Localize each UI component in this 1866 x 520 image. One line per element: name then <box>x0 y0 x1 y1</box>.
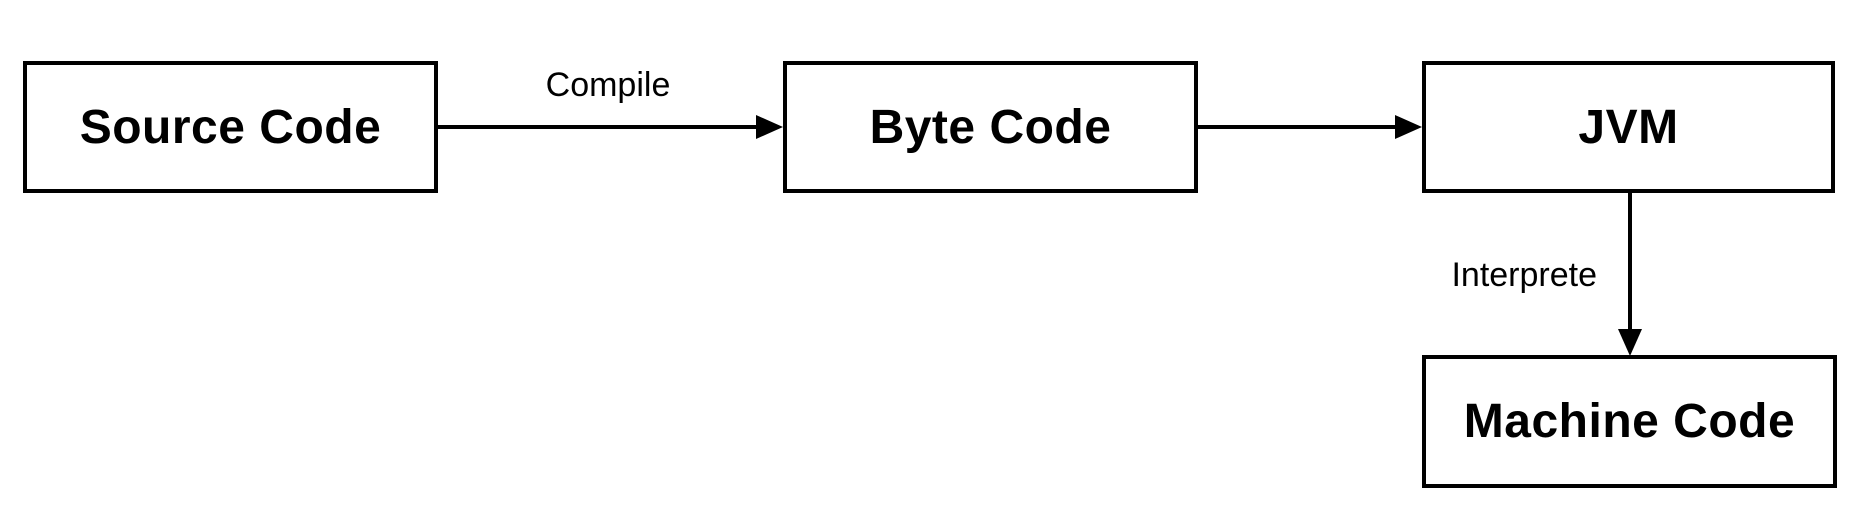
arrowhead-right-icon <box>1395 115 1422 139</box>
machine-code-label: Machine Code <box>1463 395 1796 448</box>
node-byte-code: Byte Code <box>783 61 1198 193</box>
arrowhead-down-icon <box>1618 329 1642 356</box>
byte-code-label: Byte Code <box>869 100 1112 154</box>
edge-interprete-label: Interprete <box>1451 256 1597 294</box>
node-machine-code: Machine Code <box>1422 355 1837 488</box>
node-jvm: JVM <box>1422 61 1835 193</box>
source-code-label: Source Code <box>79 100 382 154</box>
edge-compile-line <box>438 125 760 129</box>
edge-bytecode-jvm-line <box>1198 125 1396 129</box>
node-source-code: Source Code <box>23 61 438 193</box>
arrowhead-right-icon <box>756 115 783 139</box>
edge-interprete-line <box>1628 193 1632 330</box>
edge-compile-label: Compile <box>545 66 671 104</box>
jvm-label: JVM <box>1578 100 1679 154</box>
